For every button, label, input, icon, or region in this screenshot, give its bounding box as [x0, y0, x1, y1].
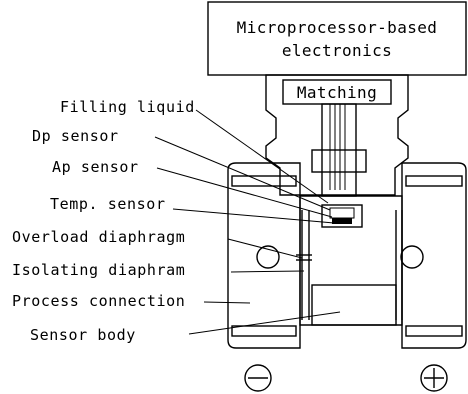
sensor-body: [296, 195, 403, 326]
right-process-flange: [400, 162, 467, 349]
dp-sensor-chip: [321, 204, 363, 228]
matching-label: Matching: [297, 83, 377, 102]
label-filling-liquid: Filling liquid: [60, 98, 195, 116]
label-temp-sensor: Temp. sensor: [50, 195, 166, 213]
label-overload-diaphragm: Overload diaphragm: [12, 228, 185, 246]
callout-labels: Filling liquid Dp sensor Ap sensor Temp.…: [12, 98, 195, 344]
label-sensor-body: Sensor body: [30, 326, 136, 344]
left-bolt-hole: [256, 245, 280, 269]
electronics-label-line1: Microprocessor-based: [237, 18, 438, 37]
left-process-flange: [227, 162, 301, 349]
housing-neck: Matching: [265, 74, 409, 197]
right-bolt-hole: [400, 245, 424, 269]
label-isolating-diaphram: Isolating diaphram: [12, 261, 185, 279]
electronics-box: Microprocessor-based electronics: [207, 1, 467, 76]
temp-sensor-chip: [332, 218, 352, 224]
electronics-label-line2: electronics: [282, 41, 392, 60]
label-ap-sensor: Ap sensor: [52, 158, 139, 176]
minus-symbol: [244, 364, 272, 392]
leader-lines: [154, 109, 341, 335]
plus-symbol: [420, 364, 448, 392]
label-dp-sensor: Dp sensor: [32, 127, 119, 145]
label-process-connection: Process connection: [12, 292, 185, 310]
